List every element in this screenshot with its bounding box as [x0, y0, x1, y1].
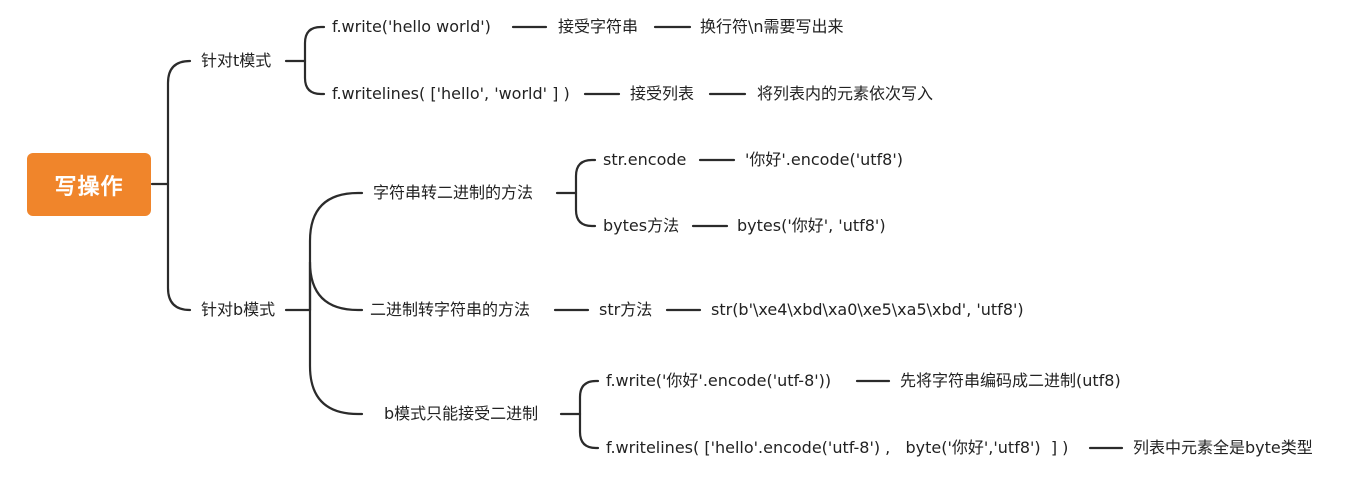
b-bracket-0 [308, 191, 364, 312]
bin-to-str-example[interactable]: str(b'\xe4\xbd\xa0\xe5\xa5\xbd', 'utf8') [711, 300, 1024, 319]
b-bracket-2 [308, 308, 364, 416]
str-to-bin-bracket-1 [574, 191, 597, 228]
t-write-code[interactable]: f.write('hello world') [332, 17, 491, 36]
b-write-code[interactable]: f.write('你好'.encode('utf-8')) [606, 371, 832, 390]
b-write-note[interactable]: 先将字符串编码成二进制(utf8) [900, 371, 1121, 390]
root-node[interactable]: 写操作 [27, 153, 151, 216]
bin-to-str-method[interactable]: str方法 [599, 300, 653, 319]
b-writelines-code[interactable]: f.writelines( ['hello'.encode('utf-8') ,… [606, 438, 1069, 457]
t-writelines-accepts[interactable]: 接受列表 [630, 84, 695, 103]
str-to-bin-node[interactable]: 字符串转二进制的方法 [373, 183, 534, 202]
t-writelines-note[interactable]: 将列表内的元素依次写入 [757, 84, 934, 103]
b-only-binary-node[interactable]: b模式只能接受二进制 [384, 404, 539, 423]
t-write-note[interactable]: 换行符\n需要写出来 [700, 17, 844, 36]
b-only-bracket-1 [578, 412, 600, 450]
b-bracket-1 [308, 261, 364, 312]
str-encode-example[interactable]: '你好'.encode('utf8') [745, 150, 903, 169]
root-bracket-1 [166, 182, 192, 312]
b-only-bracket-0 [578, 379, 600, 416]
t-mode-node[interactable]: 针对t模式 [201, 51, 272, 70]
root-bracket-0 [166, 59, 192, 186]
bytes-example[interactable]: bytes('你好', 'utf8') [737, 216, 886, 235]
bin-to-str-node[interactable]: 二进制转字符串的方法 [370, 300, 531, 319]
t-writelines-code[interactable]: f.writelines( ['hello', 'world' ] ) [332, 84, 570, 103]
str-to-bin-bracket-0 [574, 158, 597, 195]
t-write-accepts[interactable]: 接受字符串 [558, 17, 639, 36]
t-bracket-0 [303, 25, 326, 63]
b-mode-node[interactable]: 针对b模式 [201, 300, 276, 319]
root-label: 写操作 [54, 174, 124, 200]
t-bracket-1 [303, 59, 326, 96]
bytes-method[interactable]: bytes方法 [603, 216, 680, 235]
b-writelines-note[interactable]: 列表中元素全是byte类型 [1133, 438, 1313, 457]
str-encode-method[interactable]: str.encode [603, 150, 687, 169]
